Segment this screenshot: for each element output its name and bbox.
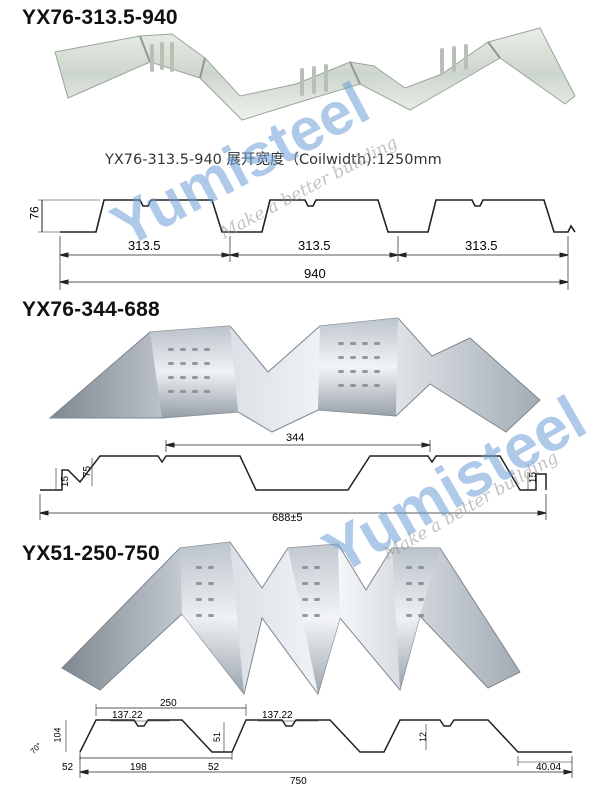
- dim-bottom-52-left: 52: [62, 762, 74, 773]
- dim-edge-right-15: 15: [528, 471, 540, 484]
- dim-pitch-1: 313.5: [128, 238, 161, 253]
- dim-total-688: 688±5: [272, 512, 303, 524]
- dim-height-104: 104: [52, 727, 63, 743]
- profile-drawing-1: [38, 199, 576, 290]
- dim-top-137-1: 137.22: [112, 710, 143, 721]
- panel-photo-3: [61, 541, 521, 696]
- coil-width-note: YX76-313.5-940 展开宽度（Coilwidth):1250mm: [105, 152, 442, 168]
- dim-height-75: 75: [82, 465, 94, 478]
- panel-photo-1: [54, 27, 576, 121]
- dim-height-12: 12: [418, 731, 429, 743]
- dim-edge-40: 40.04: [536, 762, 562, 773]
- dim-height-76: 76: [27, 206, 42, 220]
- dim-total-940: 940: [304, 266, 326, 281]
- profile-drawing-3: [65, 704, 573, 778]
- dim-pitch-250: 250: [160, 698, 177, 709]
- model-title-yx76-344: YX76-344-688: [22, 298, 160, 321]
- dim-total-750: 750: [290, 776, 307, 787]
- model-title-yx51-250: YX51-250-750: [22, 542, 160, 565]
- dim-pitch-344: 344: [286, 432, 305, 444]
- dim-bottom-52-mid: 52: [208, 762, 220, 773]
- model-title-yx76-313: YX76-313.5-940: [22, 6, 178, 29]
- dim-rib-198: 198: [130, 762, 147, 773]
- dim-pitch-3: 313.5: [465, 238, 498, 253]
- panel-photo-2: [48, 317, 541, 433]
- dim-height-51: 51: [212, 731, 223, 743]
- dim-pitch-2: 313.5: [298, 238, 331, 253]
- dim-top-137-2: 137.22: [262, 710, 293, 721]
- profile-drawing-2: [39, 440, 547, 520]
- dim-edge-left-15: 15: [60, 475, 72, 488]
